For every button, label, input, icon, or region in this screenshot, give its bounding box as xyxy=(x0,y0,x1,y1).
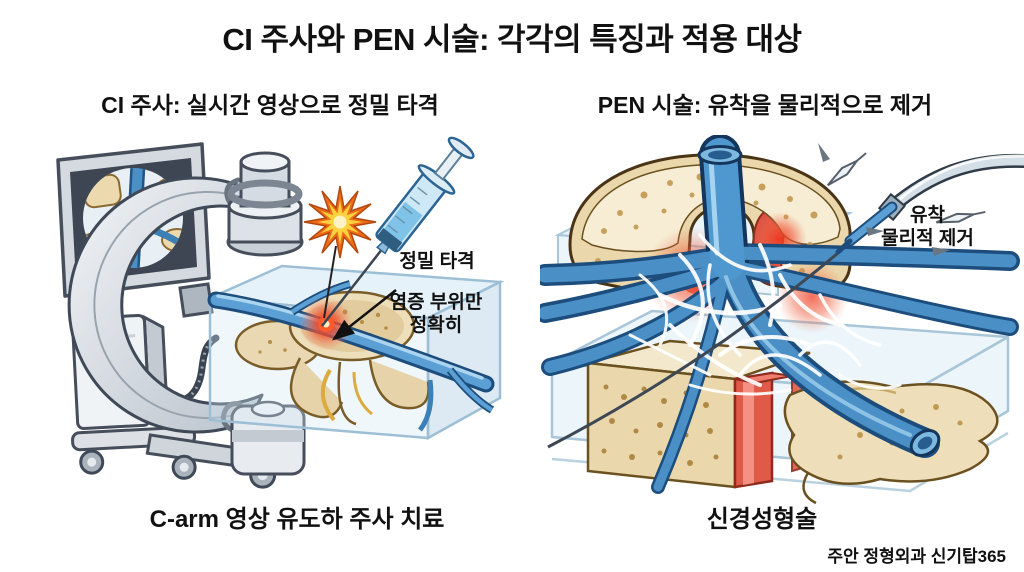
inflammation-only-label: 염증 부위만 정확히 xyxy=(356,291,516,337)
plunger-thumb-rest xyxy=(447,136,475,160)
monitor-stand xyxy=(178,282,214,318)
precision-strike-label: 정밀 타격 xyxy=(399,251,475,272)
caster-wheel xyxy=(171,454,197,480)
c-arm-injection-illustration xyxy=(56,136,505,489)
xray-generator-head xyxy=(226,151,304,257)
adhesion-label-line1: 유착 xyxy=(910,205,945,226)
right-panel-heading: PEN 시술: 유착을 물리적으로 제거 xyxy=(597,92,933,118)
motion-lines xyxy=(818,143,950,256)
head-clamp-ring xyxy=(227,179,303,209)
trabecular-dots xyxy=(601,384,719,466)
adhesion-removal-label: 유착 물리적 제거 xyxy=(845,204,1010,250)
catheter-tip xyxy=(835,238,853,255)
neuroplasty-illustration xyxy=(540,135,1024,505)
inflammation-label-line2: 정확히 xyxy=(409,315,463,336)
c-arm-clip xyxy=(220,401,243,434)
neuroplasty-catheter xyxy=(835,153,1024,255)
annotation-arrow xyxy=(332,289,397,341)
vertebra-specimen xyxy=(207,280,495,432)
adhesion-label-line2: 물리적 제거 xyxy=(881,228,974,249)
caster-wheel xyxy=(79,449,105,475)
pointer-line xyxy=(323,245,337,319)
spinous-process xyxy=(289,357,344,419)
nerve-root-yellow xyxy=(352,371,373,416)
micro-instrument-icon xyxy=(826,152,867,187)
right-caption: 신경성형술 xyxy=(706,506,818,533)
transverse-process xyxy=(368,359,430,410)
left-panel-heading: CI 주사: 실시간 영상으로 정밀 타격 xyxy=(101,92,439,118)
syringe-icon xyxy=(321,136,475,327)
inflammation-label-line1: 염증 부위만 xyxy=(389,292,483,313)
nerve-trunk xyxy=(703,138,745,280)
left-caption: C-arm 영상 유도하 주사 치료 xyxy=(149,506,445,533)
page-title: CI 주사와 PEN 시술: 각각의 특징과 적용 대상 xyxy=(222,22,802,57)
impact-starburst-icon xyxy=(303,185,377,319)
nerve-root-yellow xyxy=(321,368,336,422)
disc-tissue-stripe xyxy=(743,379,754,485)
needle xyxy=(321,248,384,327)
clinic-watermark: 주안 정형외과 신기탑365 xyxy=(827,547,1006,566)
catheter-wire xyxy=(547,251,839,449)
adhesion-web xyxy=(628,233,902,396)
micro-instrument-icon xyxy=(935,210,986,224)
